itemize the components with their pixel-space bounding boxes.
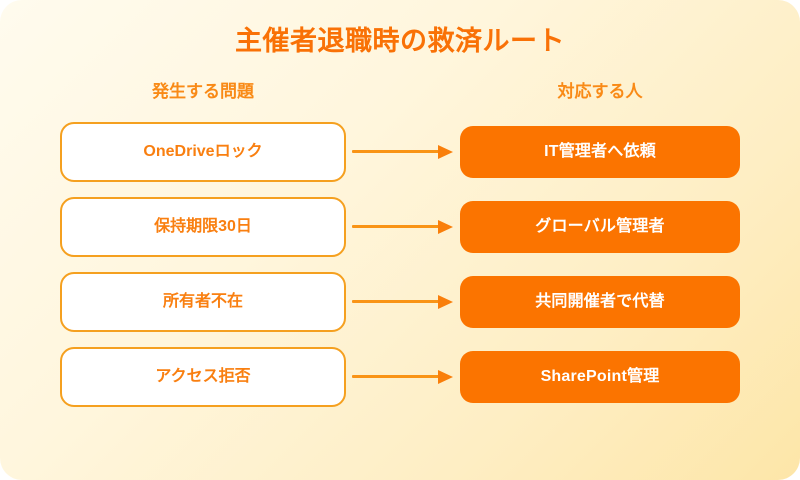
- handler-box[interactable]: 共同開催者で代替: [460, 276, 740, 328]
- mapping-row: 所有者不在 共同開催者で代替: [0, 272, 800, 347]
- arrow-head: [438, 145, 453, 159]
- arrow-right-icon: [352, 145, 456, 159]
- arrow-head: [438, 295, 453, 309]
- mapping-row: OneDriveロック IT管理者へ依頼: [0, 122, 800, 197]
- problem-box[interactable]: 保持期限30日: [60, 197, 346, 257]
- arrow-shaft: [352, 375, 440, 378]
- arrow-shaft: [352, 300, 440, 303]
- arrow-right-icon: [352, 295, 456, 309]
- arrow-head: [438, 220, 453, 234]
- page-title: 主催者退職時の救済ルート: [235, 26, 565, 56]
- handler-box[interactable]: IT管理者へ依頼: [460, 126, 740, 178]
- arrow-shaft: [352, 225, 440, 228]
- problem-box[interactable]: アクセス拒否: [60, 347, 346, 407]
- mapping-rows: OneDriveロック IT管理者へ依頼 保持期限30日 グローバル管理者 所有…: [0, 122, 800, 422]
- problem-box[interactable]: 所有者不在: [60, 272, 346, 332]
- column-header-handlers: 対応する人: [557, 82, 643, 101]
- handler-box[interactable]: SharePoint管理: [460, 351, 740, 403]
- handler-box[interactable]: グローバル管理者: [460, 201, 740, 253]
- column-header-problems: 発生する問題: [152, 82, 254, 101]
- arrow-right-icon: [352, 220, 456, 234]
- arrow-right-icon: [352, 370, 456, 384]
- problem-box[interactable]: OneDriveロック: [60, 122, 346, 182]
- arrow-shaft: [352, 150, 440, 153]
- mapping-row: 保持期限30日 グローバル管理者: [0, 197, 800, 272]
- mapping-row: アクセス拒否 SharePoint管理: [0, 347, 800, 422]
- arrow-head: [438, 370, 453, 384]
